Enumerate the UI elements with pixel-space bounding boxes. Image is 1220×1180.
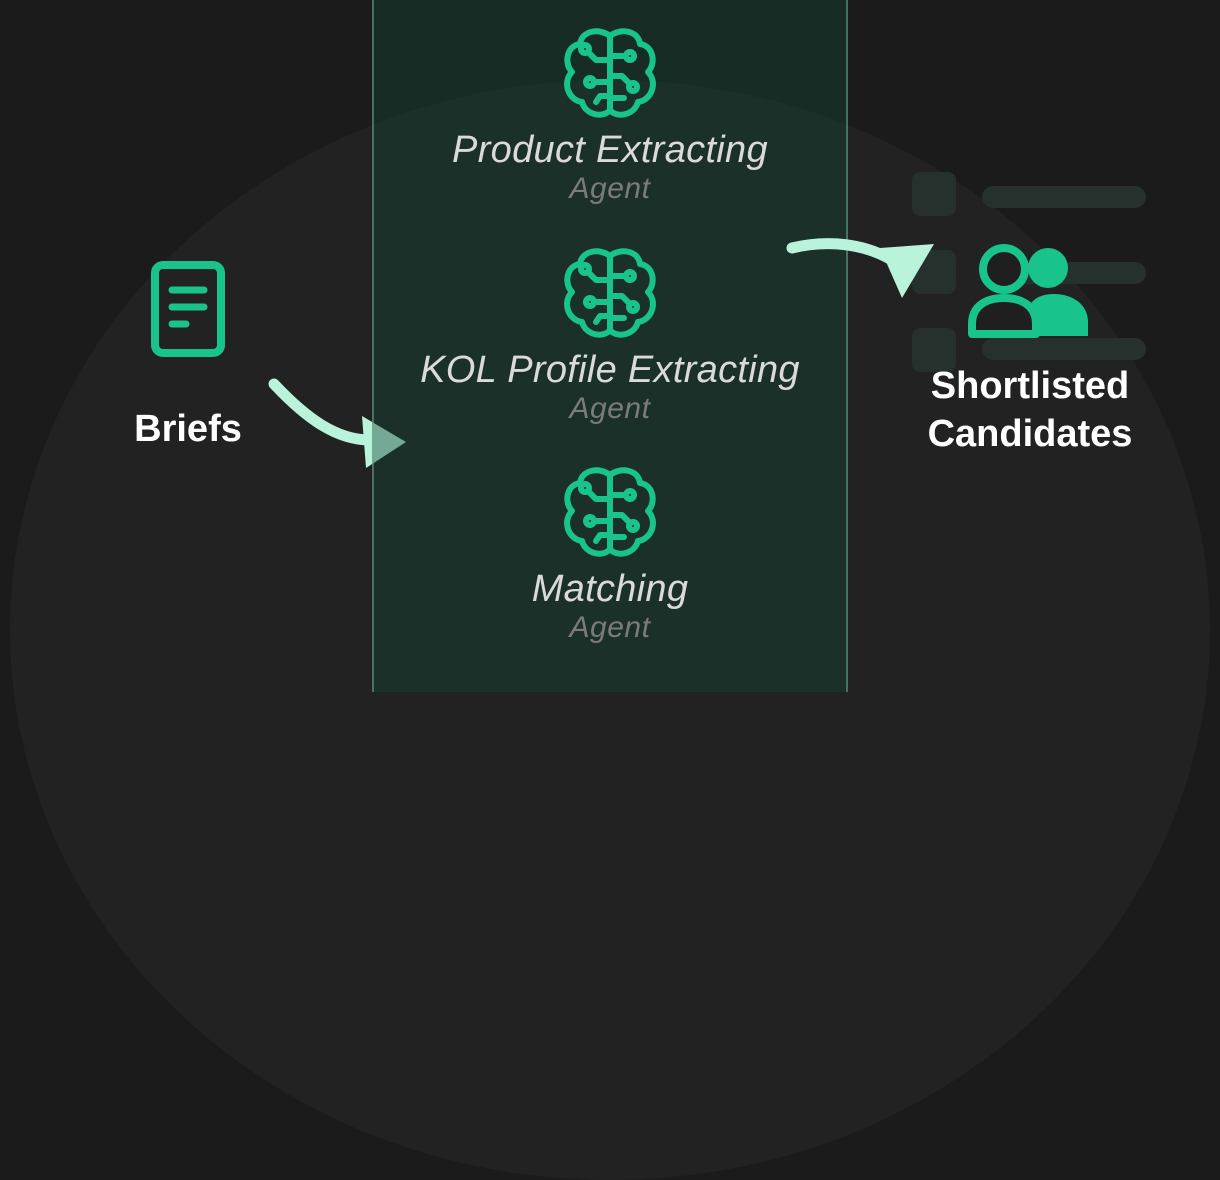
users-icon xyxy=(968,244,1088,338)
agent-product-extracting: Product Extracting Agent xyxy=(374,26,846,206)
input-label: Briefs xyxy=(134,408,242,450)
output-label-line2: Candidates xyxy=(927,413,1133,455)
agent-name: KOL Profile Extracting xyxy=(420,349,800,391)
output-label: Shortlisted Candidates xyxy=(910,362,1150,458)
agent-name: Product Extracting xyxy=(452,129,768,171)
output-label-line1: Shortlisted xyxy=(930,365,1130,407)
agent-kol-profile-extracting: KOL Profile Extracting Agent xyxy=(374,246,846,426)
agent-role: Agent xyxy=(569,172,651,205)
arrow-to-output xyxy=(786,238,934,298)
document-icon xyxy=(151,261,225,357)
brain-circuit-icon xyxy=(564,248,656,338)
agent-matching: Matching Agent xyxy=(374,465,846,645)
agent-role: Agent xyxy=(569,611,651,644)
brain-circuit-icon xyxy=(564,467,656,557)
brain-circuit-icon xyxy=(564,28,656,118)
agent-name: Matching xyxy=(531,568,689,610)
agent-role: Agent xyxy=(569,392,651,425)
agents-panel: Product Extracting Agent KOL Profile Ext… xyxy=(372,0,848,692)
